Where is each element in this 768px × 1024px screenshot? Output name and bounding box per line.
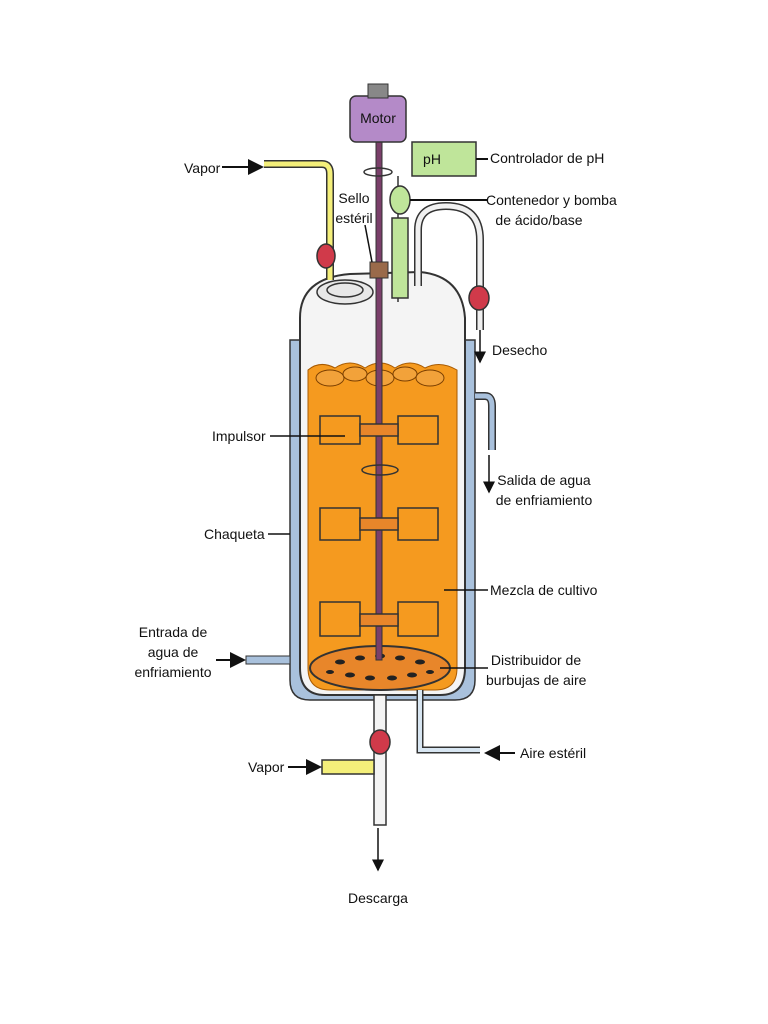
cooling-inlet-pipe	[245, 655, 291, 665]
sparger-label: Distribuidor de burbujas de aire	[486, 652, 587, 688]
discharge-label: Descarga	[348, 890, 408, 906]
vapor-bottom-label: Vapor	[248, 759, 285, 775]
drain-valve	[369, 729, 391, 755]
cooling-inlet-label: Entrada de agua de enfriamiento	[134, 624, 212, 680]
ph-probe	[391, 217, 409, 299]
culture-mix-label: Mezcla de cultivo	[490, 582, 598, 598]
impeller-bottom	[319, 601, 439, 637]
jacket-label: Chaqueta	[204, 526, 265, 542]
rotation-indicator	[361, 464, 399, 476]
impeller-label: Impulsor	[212, 428, 266, 444]
vapor-top-label: Vapor	[184, 160, 221, 176]
sterile-seal	[369, 261, 389, 279]
motor-rotation-icon	[363, 167, 393, 177]
steam-valve-top	[316, 243, 336, 269]
waste-label: Desecho	[492, 342, 548, 358]
impeller-top	[319, 415, 439, 445]
sterile-air-label: Aire estéril	[520, 745, 587, 761]
steam-pipe-bottom	[321, 759, 375, 775]
sterile-seal-label: Sello estéril	[335, 190, 373, 226]
ph-controller-box	[411, 141, 477, 177]
cooling-outlet-label: Salida de agua de enfriamiento	[495, 472, 593, 508]
acid-base-label: Contenedor y bomba de ácido/base	[486, 192, 617, 228]
motor-cap	[367, 83, 389, 99]
motor-label: Motor	[360, 110, 396, 126]
ph-controller-label: Controlador de pH	[490, 150, 605, 166]
impeller-middle	[319, 507, 439, 541]
waste-valve	[468, 285, 490, 311]
ph-label: pH	[423, 151, 441, 167]
